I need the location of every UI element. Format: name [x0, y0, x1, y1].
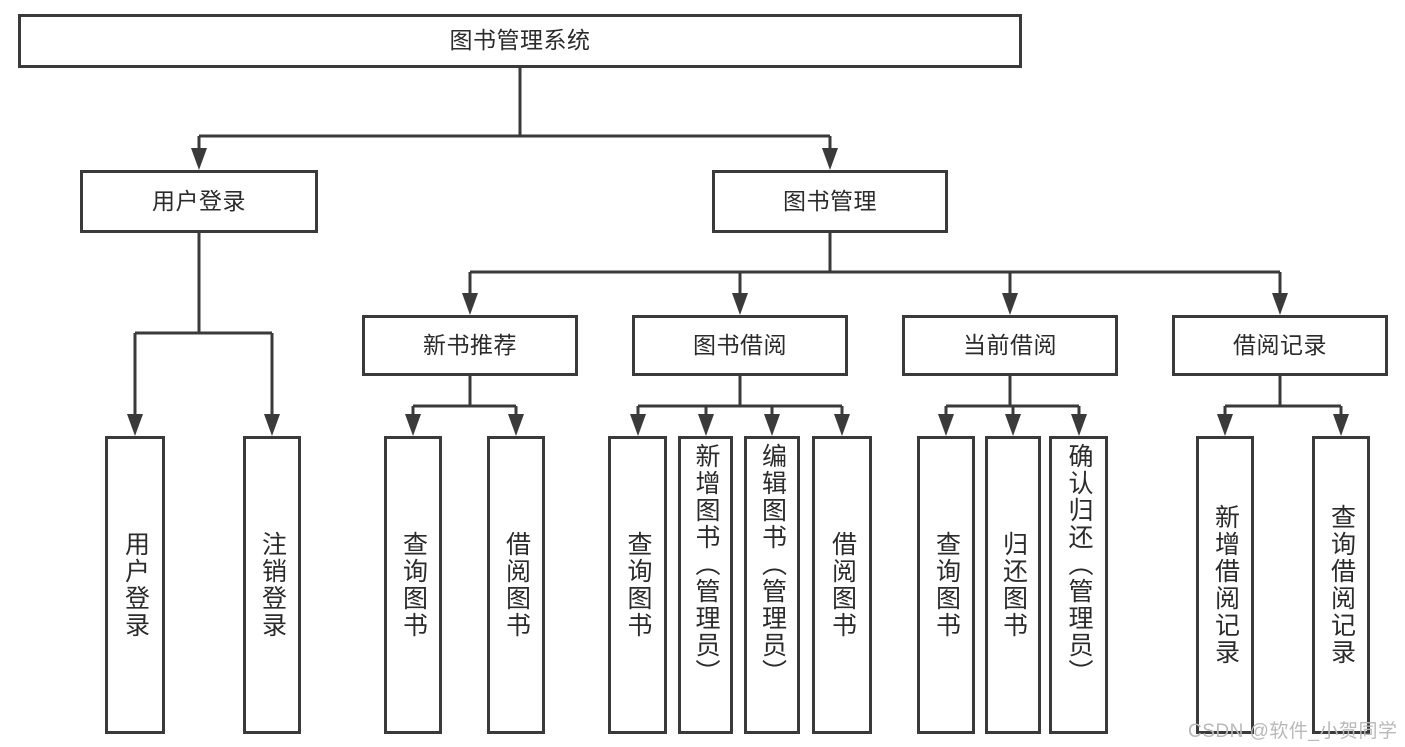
node-leaf-borrow-book-1[interactable]: 借阅图书 — [487, 436, 545, 734]
node-leaf-query-record[interactable]: 查询借阅记录 — [1312, 436, 1370, 734]
node-label: 归还图书 — [999, 531, 1028, 639]
node-book-manage[interactable]: 图书管理 — [712, 170, 948, 233]
node-label: 借阅图书 — [502, 531, 531, 639]
node-leaf-borrow-book-2[interactable]: 借阅图书 — [812, 436, 872, 734]
node-label: 查询借阅记录 — [1327, 504, 1356, 666]
node-label: 新书推荐 — [423, 331, 517, 358]
node-label: 图书借阅 — [693, 331, 787, 358]
node-leaf-logout[interactable]: 注销登录 — [243, 436, 301, 734]
node-leaf-query-book-3[interactable]: 查询图书 — [917, 436, 975, 734]
node-label: 图书管理 — [783, 187, 877, 214]
node-leaf-query-book-2[interactable]: 查询图书 — [608, 436, 667, 734]
node-leaf-return-book[interactable]: 归还图书 — [985, 436, 1041, 734]
node-label: 图书管理系统 — [449, 27, 591, 54]
node-leaf-edit-book[interactable]: 编辑图书（管理员） — [744, 436, 800, 734]
node-label: 编辑图书（管理员） — [758, 443, 787, 686]
node-leaf-user-login[interactable]: 用户登录 — [105, 436, 165, 734]
node-leaf-query-book-1[interactable]: 查询图书 — [384, 436, 442, 734]
node-current-borrow[interactable]: 当前借阅 — [902, 315, 1118, 376]
node-root[interactable]: 图书管理系统 — [18, 14, 1022, 68]
node-label: 当前借阅 — [963, 331, 1057, 358]
node-leaf-add-book[interactable]: 新增图书（管理员） — [678, 436, 733, 734]
node-label: 用户登录 — [121, 531, 150, 639]
node-label: 注销登录 — [258, 531, 287, 639]
watermark: CSDN @软件_小贺同学 — [1188, 721, 1398, 742]
node-new-book-rec[interactable]: 新书推荐 — [362, 315, 578, 376]
node-label: 新增借阅记录 — [1211, 504, 1240, 666]
node-label: 借阅记录 — [1233, 331, 1327, 358]
node-user-login[interactable]: 用户登录 — [80, 170, 318, 233]
node-leaf-confirm-return[interactable]: 确认归还（管理员） — [1049, 436, 1108, 734]
node-leaf-add-record[interactable]: 新增借阅记录 — [1196, 436, 1254, 734]
node-borrow-record[interactable]: 借阅记录 — [1172, 315, 1388, 376]
node-label: 新增图书（管理员） — [692, 443, 720, 686]
node-label: 借阅图书 — [828, 531, 857, 639]
node-label: 查询图书 — [624, 531, 652, 639]
node-label: 确认归还（管理员） — [1065, 443, 1093, 686]
node-label: 查询图书 — [932, 531, 961, 639]
node-label: 查询图书 — [399, 531, 428, 639]
node-label: 用户登录 — [152, 187, 246, 214]
node-book-borrow[interactable]: 图书借阅 — [632, 315, 848, 376]
